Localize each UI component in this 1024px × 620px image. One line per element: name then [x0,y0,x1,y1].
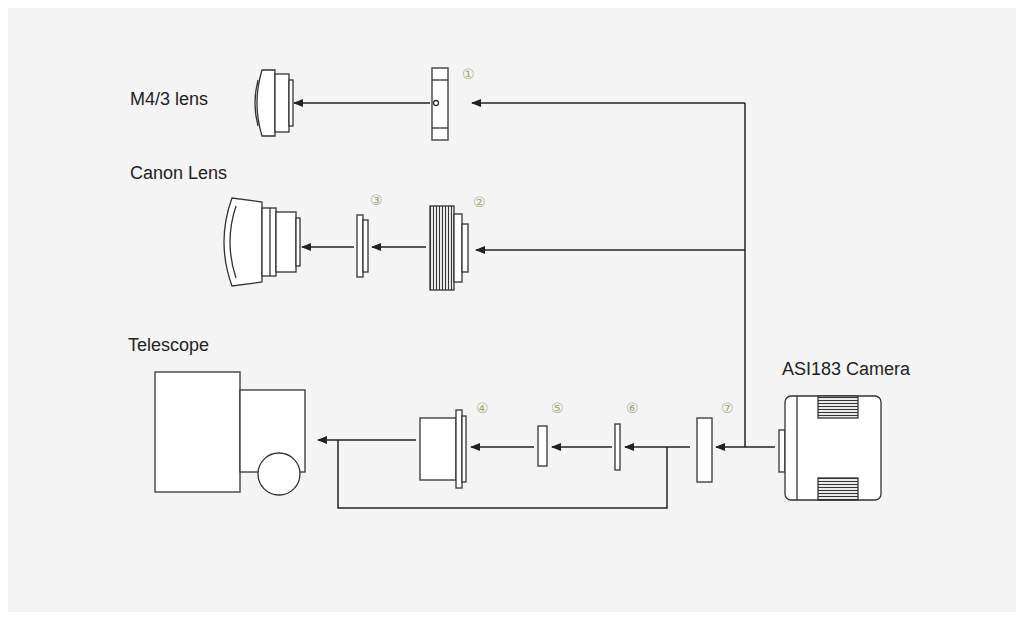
callout-number: ③ [370,193,383,207]
m43-adapter [432,68,448,140]
telescope [155,372,305,495]
spacer-ring [538,426,547,466]
canon-ring [357,215,368,277]
background-panel [8,8,1016,612]
lens-label: M4/3 lens [130,90,208,110]
m43-lens [255,70,293,136]
lens-label: Canon Lens [130,164,227,184]
callout-number: ① [462,67,475,81]
callout-number: ⑦ [721,401,734,415]
arrows [294,103,775,508]
spacer-ring [615,424,620,470]
nosepiece [420,410,466,488]
callout-number: ④ [476,401,489,415]
canon-lens [224,198,300,286]
callout-number: ⑥ [626,401,639,415]
canon-adapter [430,206,468,290]
telescope-label: Telescope [128,336,209,356]
callout-number: ② [473,195,486,209]
camera-label: ASI183 Camera [782,360,910,380]
callout-number: ⑤ [551,401,564,415]
camera [779,396,881,500]
t2-adapter [697,418,712,482]
